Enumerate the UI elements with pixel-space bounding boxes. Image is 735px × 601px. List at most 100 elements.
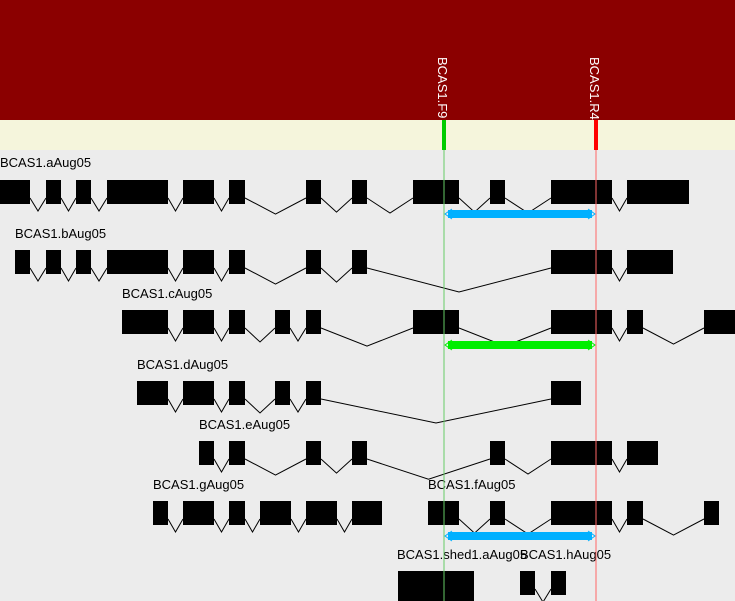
intron [366,458,491,480]
intron [504,458,552,475]
transcript-label: BCAS1.bAug05 [15,226,106,241]
intron [534,588,552,601]
exon [627,250,673,274]
exon [275,310,290,334]
exon [275,381,290,405]
exon [229,310,245,334]
intron [611,518,628,534]
exon [46,180,61,204]
exon [306,250,321,274]
transcript[interactable]: BCAS1.dAug05 [137,357,581,424]
transcript-label: BCAS1.gAug05 [153,477,244,492]
transcript-label: BCAS1.shed1.aAug05 [397,547,527,562]
intron [320,267,353,283]
exon [551,571,566,595]
primer-label: BCAS1.R4 [587,57,602,120]
exon [551,310,612,334]
exon [306,180,321,204]
exon [551,381,581,405]
intron [336,518,353,534]
intron [458,197,491,213]
transcript[interactable]: BCAS1.aAug05 [0,155,689,215]
primer-label: BCAS1.F9 [435,57,450,118]
intron [611,458,628,474]
exon [490,441,505,465]
pcr-product-arrow-icon [444,208,596,220]
transcript[interactable]: BCAS1.shed1.aAug05 [397,547,527,601]
exon [229,250,245,274]
transcript-label: BCAS1.fAug05 [428,477,515,492]
intron [213,398,230,414]
intron [90,267,108,283]
intron [244,458,307,476]
exon [229,501,245,525]
exon [183,381,214,405]
exon [352,441,367,465]
intron [320,458,353,474]
exon [306,381,321,405]
intron [213,327,230,343]
transcript[interactable]: BCAS1.hAug05 [520,547,611,601]
intron [289,398,307,414]
exon [153,501,168,525]
exon [306,501,337,525]
primer-marker[interactable] [594,120,598,150]
exon [551,501,612,525]
exon [490,180,505,204]
intron [290,518,307,534]
exon [15,250,30,274]
exon [183,250,214,274]
pcr-product[interactable] [448,341,592,349]
intron [29,197,47,213]
exon [137,381,168,405]
primer-marker[interactable] [442,120,446,150]
intron [213,518,230,534]
exon [76,250,91,274]
exon [413,180,459,204]
transcript[interactable]: BCAS1.gAug05 [153,477,382,534]
transcript[interactable]: BCAS1.eAug05 [199,417,658,480]
exon [627,441,658,465]
intron [244,398,276,414]
primer-track [0,120,735,150]
intron [320,197,353,213]
intron [642,327,705,345]
intron [213,267,230,283]
intron [167,197,184,213]
intron [320,398,552,424]
intron [458,518,491,534]
pcr-product-arrow-icon [444,339,596,351]
pcr-product[interactable] [448,210,592,218]
transcript[interactable]: BCAS1.fAug05 [428,477,719,536]
transcript[interactable]: BCAS1.cAug05 [122,286,735,347]
exon [352,501,382,525]
exon [107,180,168,204]
exon [46,250,61,274]
intron [289,327,307,343]
intron [244,518,261,534]
transcript-label: BCAS1.aAug05 [0,155,91,170]
transcript-label: BCAS1.dAug05 [137,357,228,372]
exon [107,250,168,274]
intron [29,267,47,283]
intron [213,197,230,213]
exon [352,180,367,204]
exon [490,501,505,525]
intron [213,458,230,474]
intron [167,398,184,414]
intron [90,197,108,213]
pcr-product-arrow-icon [444,530,596,542]
exon [229,441,245,465]
transcript[interactable]: BCAS1.bAug05 [15,226,673,293]
intron [60,267,77,283]
exon [0,180,30,204]
exon [352,250,367,274]
exon [520,571,535,595]
intron [60,197,77,213]
exon [122,310,168,334]
exon [76,180,91,204]
intron [611,267,628,283]
pcr-product[interactable] [448,532,592,540]
exon [413,310,459,334]
